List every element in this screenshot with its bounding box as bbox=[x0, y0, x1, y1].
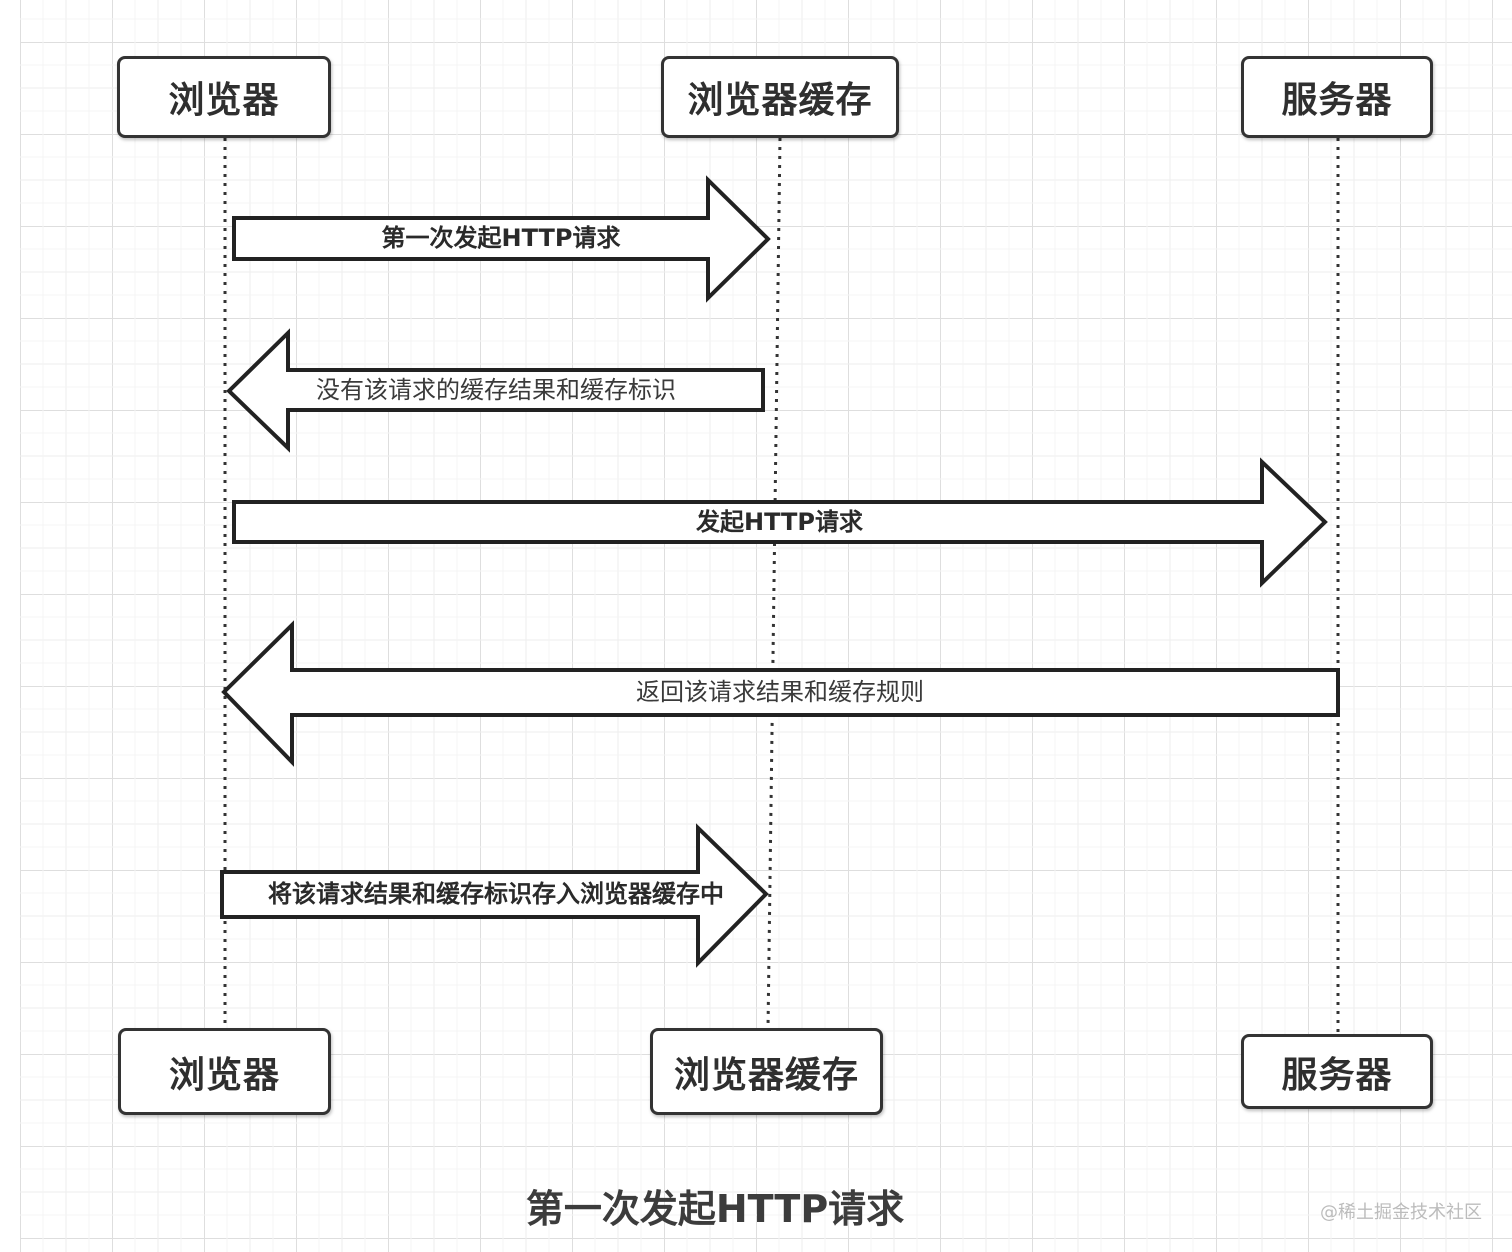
lifeline-browser-cache bbox=[766, 137, 782, 1029]
watermark: @稀土掘金技术社区 bbox=[1320, 1202, 1482, 1223]
message-arrow-1 bbox=[232, 175, 771, 303]
message-label-4: 返回该请求结果和缓存规则 bbox=[636, 678, 924, 706]
message-arrow-4 bbox=[221, 620, 1340, 767]
message-label-5: 将该请求结果和缓存标识存入浏览器缓存中 bbox=[268, 880, 724, 908]
message-arrow-3 bbox=[232, 457, 1328, 588]
diagram-caption: 第一次发起HTTP请求 bbox=[525, 1187, 905, 1231]
message-label-3: 发起HTTP请求 bbox=[696, 508, 863, 536]
actor-server-top: 服务器 bbox=[1241, 56, 1433, 138]
message-arrow-2 bbox=[226, 328, 765, 453]
actor-browser-cache-top: 浏览器缓存 bbox=[661, 56, 899, 138]
message-label-1: 第一次发起HTTP请求 bbox=[381, 224, 621, 252]
message-label-2: 没有该请求的缓存结果和缓存标识 bbox=[316, 376, 676, 404]
actor-browser-bottom: 浏览器 bbox=[118, 1028, 331, 1115]
message-arrow-5 bbox=[220, 823, 769, 968]
actor-server-bottom: 服务器 bbox=[1241, 1034, 1433, 1109]
actor-browser-cache-bottom: 浏览器缓存 bbox=[650, 1028, 883, 1115]
actor-browser-top: 浏览器 bbox=[117, 56, 331, 138]
